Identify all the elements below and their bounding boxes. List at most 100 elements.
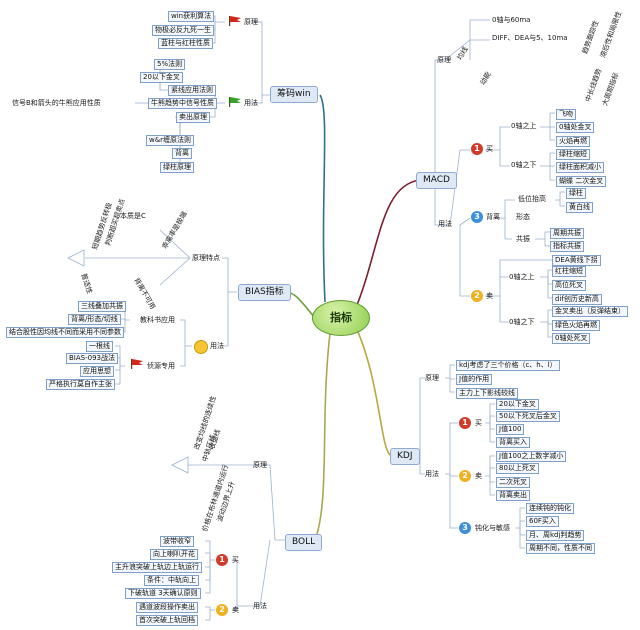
macd-above-item: 飞吻 [556,109,576,120]
macd-below-item: 蝴蝶 二次金叉 [556,176,607,187]
macd-dea-break: DEA黄线下拐 [552,255,601,266]
bias-method: 侦源专用 [147,362,175,370]
macd-res-item: 指标共振 [550,241,584,252]
bias-points: 原理特点 [192,254,220,262]
bias-method-item: BIAS-093战法 [66,353,118,364]
boll-buy-item: 主升浪突破上轨边上轨运行 [112,562,202,573]
macd-buy: 买 [486,145,493,153]
topic-kdj[interactable]: KDJ [390,448,420,465]
bias-textbook-item: 结合股性因均线不同而采用不同参数 [6,327,124,338]
macd-below-item: 绿柱缩短 [556,149,590,160]
boll-sell-item: 遇道波段操作卖出 [136,602,198,613]
branch-chip [319,94,326,303]
flag-icon [229,97,241,107]
kdj-passive-item: 周期不同，性质不同 [526,543,595,554]
macd-low-high: 低位抬高 [518,195,546,203]
kdj-principle-item: J值的作用 [456,374,493,385]
boll-buy-item: 下破轨道 3天确认原则 [125,588,201,599]
kdj-sell-item: J值100之上数字减小 [496,451,567,462]
macd-sell-above-item: 红柱缩短 [552,266,586,277]
macd-principle: 原理 [437,56,451,64]
chip-left-mid: 信号B和箭头的牛熊应用性质 [12,99,101,107]
kdj-buy-item: 背离买入 [496,437,530,448]
kdj-buy-item: 20以下金叉 [496,399,539,410]
smiley-icon [194,340,208,354]
kdj-passive-badge: 3 [459,522,471,534]
kdj-lines [415,364,525,549]
kdj-buy-item: J值100 [496,424,525,435]
boll-buy-badge: 1 [216,554,228,566]
chip-principle-item: 物极必反九死一生 [152,25,214,36]
kdj-buy-item: 50以下死叉后金叉 [496,411,560,422]
boll-lines [171,456,285,621]
flag-icon [131,359,143,369]
macd-sell-below: 0轴之下 [509,318,535,326]
bias-textbook-item: 三线叠加共振 [78,301,126,312]
boll-usage: 用法 [253,602,267,610]
macd-res-item: 周期共振 [550,228,584,239]
topic-bias[interactable]: BIAS指标 [238,284,291,301]
bias-usage: 用法 [210,342,224,350]
boll-principle: 原理 [253,461,267,469]
boll-sell-badge: 2 [216,604,228,616]
kdj-sell: 卖 [475,472,482,480]
macd-sell-above-item: 高位死叉 [552,280,586,291]
macd-axis-1: 0轴与60ma [492,16,531,24]
central-topic[interactable]: 指标 [312,300,370,336]
boll-buy: 买 [232,556,239,564]
chip-sell-item: w&r缠原法则 [146,135,195,146]
chip-sell-item: 绿柱原理 [160,162,194,173]
topic-chip[interactable]: 筹码win [270,86,318,103]
kdj-passive: 钝化与敏感 [475,524,510,532]
branch-boll [314,332,331,541]
macd-sell-below-item: 金叉卖出（反弹结束） [552,306,628,317]
chip-mid-item: 牛熊趋势中信号性质 [148,98,217,109]
bias-essence: 本质是C [120,212,146,220]
kdj-buy-badge: 1 [459,417,471,429]
topic-macd[interactable]: MACD [416,172,457,189]
kdj-sell-item: 80以上死叉 [496,463,539,474]
macd-sell-above-item: dif创历史新高 [552,294,602,305]
macd-usage: 用法 [438,220,452,228]
kdj-sell-item: 二次死叉 [496,477,530,488]
macd-diverge-badge: 3 [471,211,483,223]
kdj-passive-item: 月、周kdj判趋势 [526,530,585,541]
macd-low-item: 黄白线 [566,202,593,213]
bias-lines [67,229,237,385]
kdj-principle-item: 主力上下影线较线 [456,388,518,399]
bias-textbook-item: 背离/形态/切线 [68,314,121,325]
macd-sell-above: 0轴之上 [509,273,535,281]
macd-sell: 卖 [486,292,493,300]
macd-sell-below-item: 0轴处死叉 [552,333,591,344]
macd-below0: 0轴之下 [511,161,537,169]
kdj-principle: 原理 [425,374,439,382]
topic-boll[interactable]: BOLL [285,534,323,551]
branch-macd [354,179,421,311]
macd-axis-2: DIFF、DEA与5、10ma [492,34,568,42]
macd-below-item: 绿柱面积减小 [556,162,604,173]
boll-sell-item: 首次突破上轨回档 [136,615,198,626]
bias-textbook: 教科书应用 [140,316,175,324]
branch-kdj [354,324,391,456]
chip-principle: 原理 [244,18,258,26]
macd-sell-badge: 2 [471,290,483,302]
macd-shape: 形态 [516,213,530,221]
chip-principle-item: win获利算法 [168,11,215,22]
macd-above-item: 0轴处金叉 [556,122,595,133]
chip-rule: 5%法则 [154,59,186,70]
chip-sell-principle: 卖出原理 [176,112,210,123]
flag-icon [229,16,241,26]
macd-above-item: 火焰再燃 [556,136,590,147]
bias-method-item: 应用思想 [80,366,114,377]
boll-sell: 卖 [232,606,239,614]
macd-above0: 0轴之上 [511,122,537,130]
chip-principle-item: 蓝柱与红柱性质 [158,38,213,49]
chip-rule: 20以下金叉 [140,72,183,83]
boll-buy-item: 条件：中轨向上 [144,575,199,586]
bias-method-item: 严格执行莫自作主张 [46,379,115,390]
kdj-sell-item: 背离卖出 [496,490,530,501]
kdj-usage: 用法 [425,470,439,478]
kdj-passive-item: 连续钝的钝化 [526,503,574,514]
macd-buy-badge: 1 [471,143,483,155]
bias-method-item: 一根线 [86,341,113,352]
